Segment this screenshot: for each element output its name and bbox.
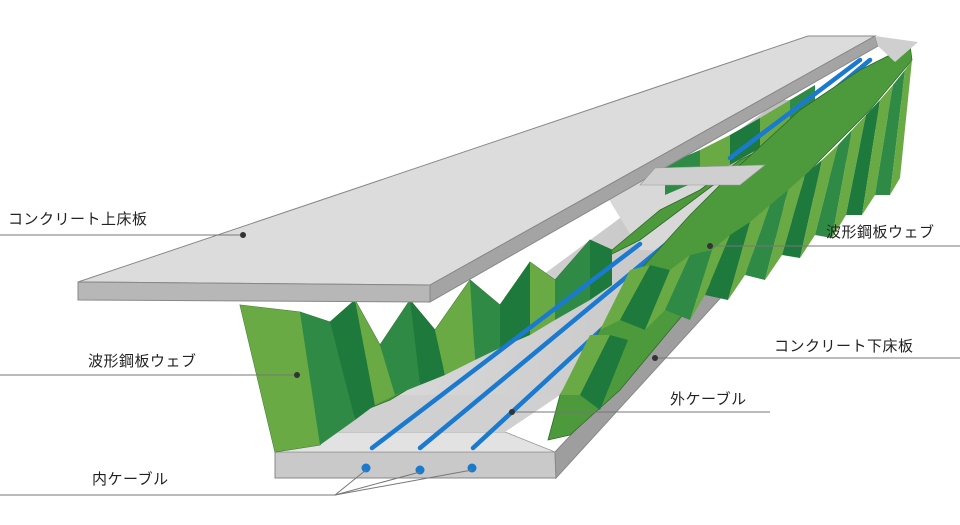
internal-cable-dot-1 bbox=[361, 463, 371, 473]
leader-dots bbox=[240, 232, 713, 415]
internal-cable-dot-3 bbox=[467, 463, 477, 473]
label-internal-cable: 内ケーブル bbox=[92, 470, 169, 488]
external-cable-2 bbox=[417, 242, 668, 451]
external-cable-4 bbox=[727, 57, 863, 161]
internal-cables bbox=[361, 463, 477, 475]
label-external-cable: 外ケーブル bbox=[670, 390, 747, 408]
label-upper-deck: コンクリート上床板 bbox=[8, 210, 148, 228]
label-web-right: 波形鋼板ウェブ bbox=[826, 223, 935, 241]
left-corrugated-web bbox=[239, 84, 851, 453]
diaphragm bbox=[639, 164, 766, 186]
leader-lines bbox=[0, 234, 960, 496]
right-corrugated-web bbox=[547, 44, 913, 441]
external-cable-1 bbox=[369, 241, 643, 451]
label-web-left: 波形鋼板ウェブ bbox=[88, 352, 197, 370]
label-lower-deck: コンクリート下床板 bbox=[774, 337, 914, 355]
